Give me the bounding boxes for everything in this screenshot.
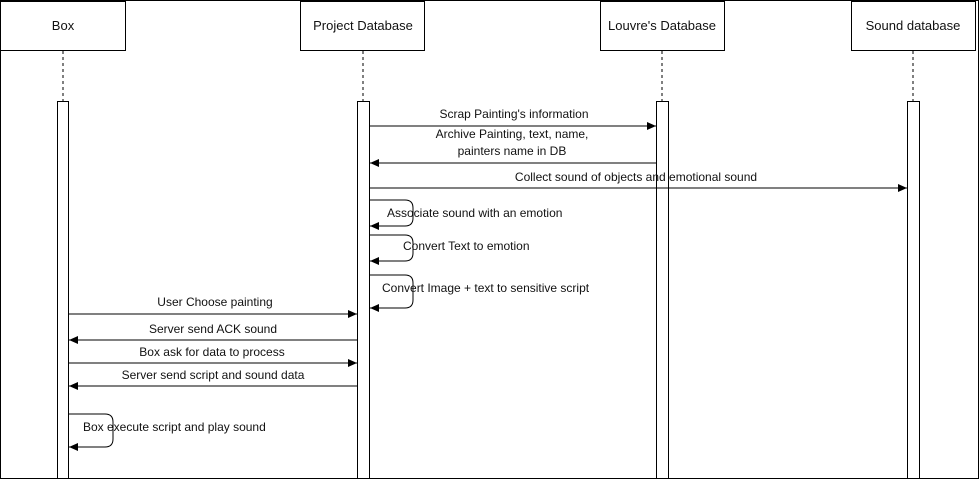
message-convert-image: Convert Image + text to sensitive script xyxy=(370,274,590,312)
message-convert-text: Convert Text to emotion xyxy=(370,234,530,265)
participant-box-header xyxy=(0,1,126,51)
message-collect-sound: Collect sound of objects and emotional s… xyxy=(370,170,907,192)
message-label: User Choose painting xyxy=(157,295,272,309)
participant-box: Box xyxy=(0,1,126,479)
participant-louvre-database: Louvre's Database xyxy=(600,1,725,479)
message-associate-sound: Associate sound with an emotion xyxy=(370,199,562,230)
message-self-arrow xyxy=(370,234,414,265)
message-self-arrow xyxy=(370,274,414,312)
participant-sound-database-header xyxy=(851,1,976,51)
message-label-line-2: painters name in DB xyxy=(458,144,567,158)
participant-louvre-database-header xyxy=(600,1,725,51)
message-label: Convert Text to emotion xyxy=(403,239,530,253)
message-label: Server send ACK sound xyxy=(149,322,277,336)
message-server-send-ack: Server send ACK sound xyxy=(69,322,357,344)
message-scrap-painting-info: Scrap Painting's information xyxy=(370,107,656,130)
message-label: Collect sound of objects and emotional s… xyxy=(515,170,757,184)
message-user-choose-painting: User Choose painting xyxy=(69,295,357,318)
message-server-send-script: Server send script and sound data xyxy=(69,368,357,390)
participant-louvre-database-label: Louvre's Database xyxy=(608,18,716,33)
message-label: Server send script and sound data xyxy=(122,368,305,382)
participant-sound-database: Sound database xyxy=(851,1,976,479)
message-label: Box execute script and play sound xyxy=(83,420,266,434)
message-label: Convert Image + text to sensitive script xyxy=(382,281,590,295)
message-label: Associate sound with an emotion xyxy=(387,206,562,220)
message-archive-painting: Archive Painting, text, name, painters n… xyxy=(370,127,656,167)
message-label-line-1: Archive Painting, text, name, xyxy=(436,127,589,141)
activation-bar-sound-database xyxy=(907,101,920,479)
participant-project-database-label: Project Database xyxy=(313,18,413,33)
participant-project-database: Project Database xyxy=(300,1,425,479)
activation-bar-box xyxy=(57,101,69,479)
message-label: Box ask for data to process xyxy=(139,345,284,359)
participant-sound-database-label: Sound database xyxy=(866,18,961,33)
activation-bar-project-database xyxy=(357,101,370,479)
message-self-arrow xyxy=(370,199,414,230)
message-self-arrow xyxy=(69,413,114,451)
participant-project-database-header xyxy=(300,1,425,51)
participant-box-label: Box xyxy=(52,18,75,33)
activation-bar-louvre-database xyxy=(656,101,669,479)
message-box-execute-script: Box execute script and play sound xyxy=(69,413,266,451)
message-label: Scrap Painting's information xyxy=(439,107,588,121)
message-box-ask-data: Box ask for data to process xyxy=(69,345,357,367)
